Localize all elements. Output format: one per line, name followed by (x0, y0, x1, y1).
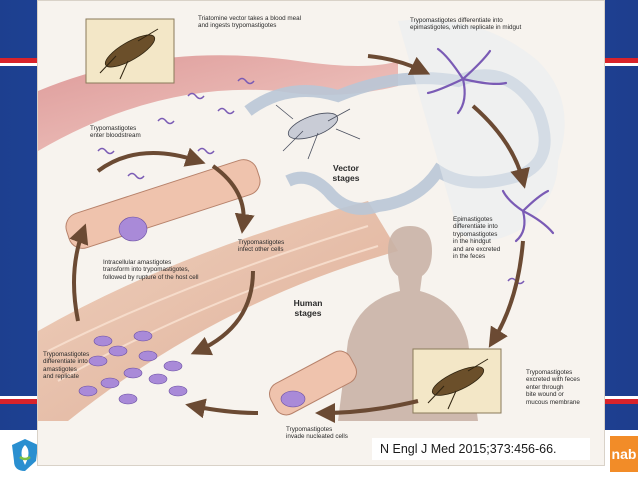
lifecycle-figure: Triatomine vector takes a blood meal and… (37, 0, 605, 466)
step-hindgut-label: Epimastigotes differentiate into trypoma… (453, 216, 501, 261)
organization-logo-icon (12, 439, 38, 471)
partner-logo: nab (610, 436, 638, 472)
step-amastigotes-label: Trypomastigotes differentiate into amast… (43, 351, 90, 381)
step-invade-cells-label: Trypomastigotes invade nucleated cells (286, 426, 348, 441)
step-feces-entry-label: Trypomastigotes excreted with feces ente… (526, 369, 580, 406)
step-epimastigote-midgut-label: Trypomastigotes differentiate into epima… (410, 17, 522, 32)
step-blood-meal-label: Triatomine vector takes a blood meal and… (198, 15, 302, 30)
step-bloodstream-label: Trypomastigotes enter bloodstream (90, 125, 141, 140)
step-infect-other-label: Trypomastigotes infect other cells (238, 239, 285, 254)
step-transform-label: Intracellular amastigotes transform into… (103, 259, 199, 281)
citation-text: N Engl J Med 2015;373:456-66. (372, 438, 590, 460)
human-stages-label: Human stages (293, 298, 323, 318)
lifecycle-illustration (38, 18, 565, 423)
vector-stages-label: Vector stages (332, 163, 360, 183)
